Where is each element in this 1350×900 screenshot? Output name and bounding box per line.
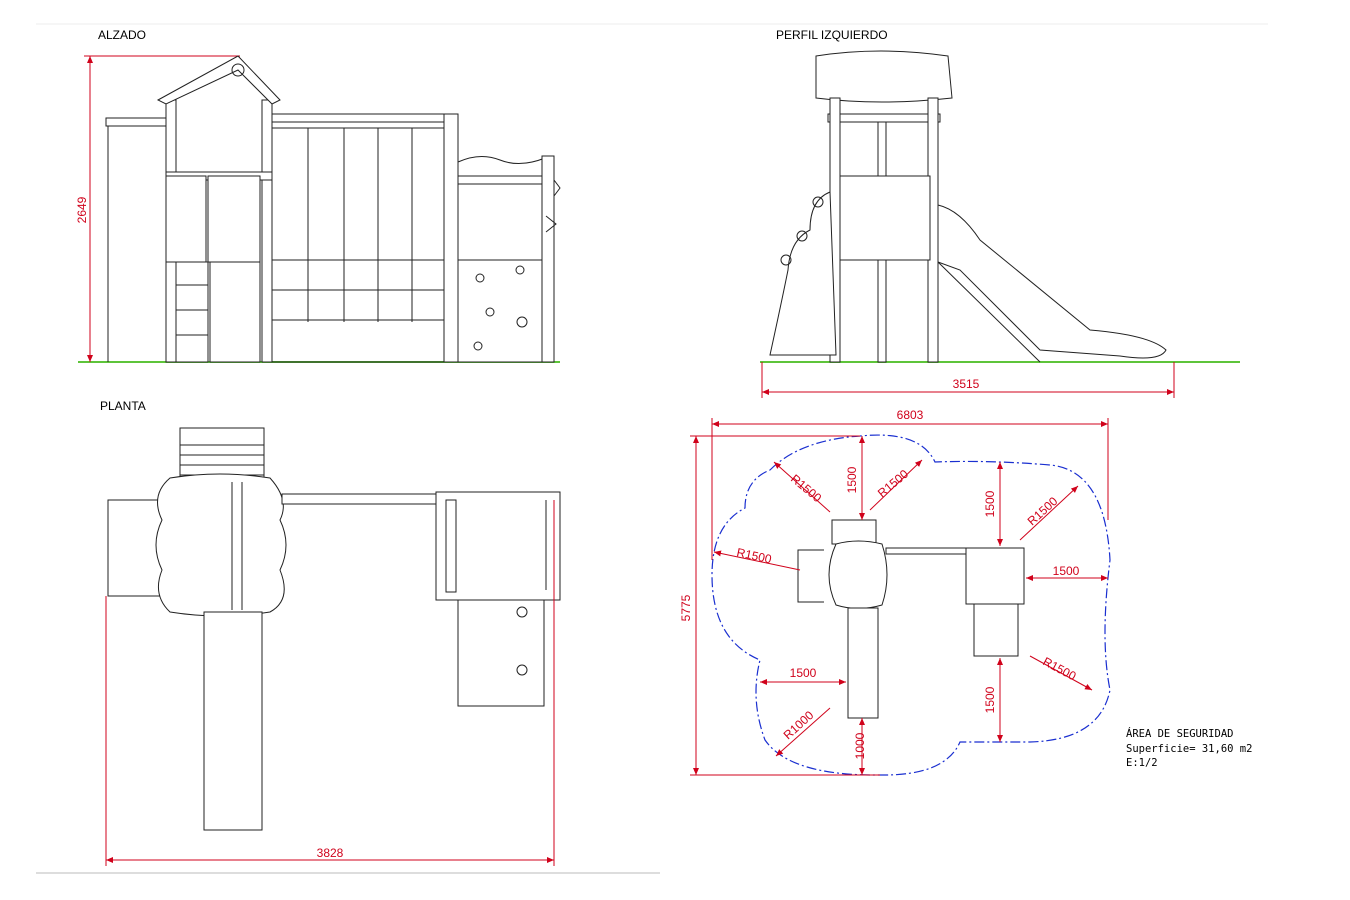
radius-leader	[1019, 485, 1079, 541]
wall-top-beam	[457, 175, 547, 185]
safety-equipment-wall	[973, 603, 1019, 657]
climbing-hold	[473, 341, 483, 351]
plan-climbing-hold	[516, 664, 528, 676]
plan-roof	[155, 473, 287, 617]
climbing-net-frame	[271, 127, 445, 363]
plan-slide	[203, 611, 263, 831]
radius-leader	[869, 459, 923, 511]
safety-width-dimension: 6803	[897, 408, 924, 422]
wavy-roof-panel	[457, 156, 546, 177]
wall-post	[541, 155, 555, 363]
plan-handrail	[107, 499, 161, 597]
radius-leader	[713, 550, 801, 571]
tower-panel-left	[165, 175, 207, 263]
radius-leader	[773, 461, 831, 513]
radius-label: R1500	[875, 467, 911, 501]
safety-area-outline	[711, 434, 1111, 776]
distance-label: 1500	[790, 666, 817, 680]
safety-note-title: ÁREA DE SEGURIDAD	[1126, 727, 1233, 740]
plan-platform-rail	[445, 499, 457, 593]
climbing-wall	[457, 259, 547, 363]
distance-label: 1500	[1053, 564, 1080, 578]
radius-label: R1500	[1025, 494, 1061, 528]
bridge-top-beam	[271, 113, 459, 123]
climbing-hold	[515, 265, 525, 275]
wall-hole	[780, 254, 792, 266]
profile-top-beam	[827, 113, 941, 123]
plan-view: PLANTA 3828	[100, 399, 561, 866]
left-profile-label: PERFIL IZQUIERDO	[776, 28, 888, 42]
handrail-bar	[105, 117, 171, 127]
elevation-view: ALZADO 2649	[75, 28, 561, 363]
tower-panel-right	[207, 175, 261, 263]
radius-leader	[775, 707, 831, 757]
radius-label: R1500	[1041, 654, 1079, 683]
distance-label: 1000	[853, 732, 867, 759]
plan-climbing-hold	[516, 606, 528, 618]
safety-height-dimension: 5775	[679, 594, 693, 621]
slide	[937, 204, 1167, 359]
plan-climbing-wall	[457, 599, 545, 707]
safety-equipment-roof	[828, 540, 888, 609]
plan-label: PLANTA	[100, 399, 146, 413]
plan-width-dimension: 3828	[317, 846, 344, 860]
safety-note-scale: E:1/2	[1126, 757, 1158, 769]
climbing-hold	[516, 316, 528, 328]
tower-lower-panel	[209, 261, 261, 363]
ladder	[175, 261, 209, 363]
roof-hole	[231, 63, 245, 77]
slide-support	[937, 261, 1041, 363]
distance-label: 1500	[983, 490, 997, 517]
radius-leader	[1029, 655, 1093, 691]
plan-bridge-beam	[281, 493, 437, 505]
profile-roof	[815, 50, 953, 103]
wall-hole	[796, 230, 808, 242]
safety-equipment-handrail	[797, 549, 824, 603]
wall-hole	[812, 196, 824, 208]
distance-label: 1500	[845, 466, 859, 493]
climbing-hold	[485, 307, 495, 317]
safety-equipment-slide	[847, 607, 879, 719]
side-climber	[545, 179, 561, 233]
left-profile-view: PERFIL IZQUIERDO 3515	[760, 28, 1240, 398]
elevation-label: ALZADO	[98, 28, 146, 42]
radius-label: R1500	[788, 472, 824, 506]
safety-equipment-ladder	[831, 519, 877, 545]
radius-label: R1500	[735, 545, 773, 566]
tower-roof	[156, 55, 281, 105]
plan-platform	[435, 491, 561, 601]
profile-width-dimension: 3515	[953, 377, 980, 391]
safety-equipment-bridge	[885, 547, 967, 555]
climbing-hold	[475, 273, 485, 283]
profile-panel	[839, 175, 931, 261]
profile-climbing-wall	[769, 191, 837, 356]
distance-label: 1500	[983, 686, 997, 713]
safety-equipment-platform	[965, 547, 1025, 605]
tower-post-right	[261, 99, 273, 363]
safety-note-surface: Superficie= 31,60 m2	[1126, 743, 1252, 755]
elevation-height-dimension: 2649	[75, 196, 89, 223]
bridge-post	[443, 113, 459, 363]
safety-area-view: 6803 5775 R1500 R1500 R1500 R1500 R1500 …	[679, 408, 1252, 776]
